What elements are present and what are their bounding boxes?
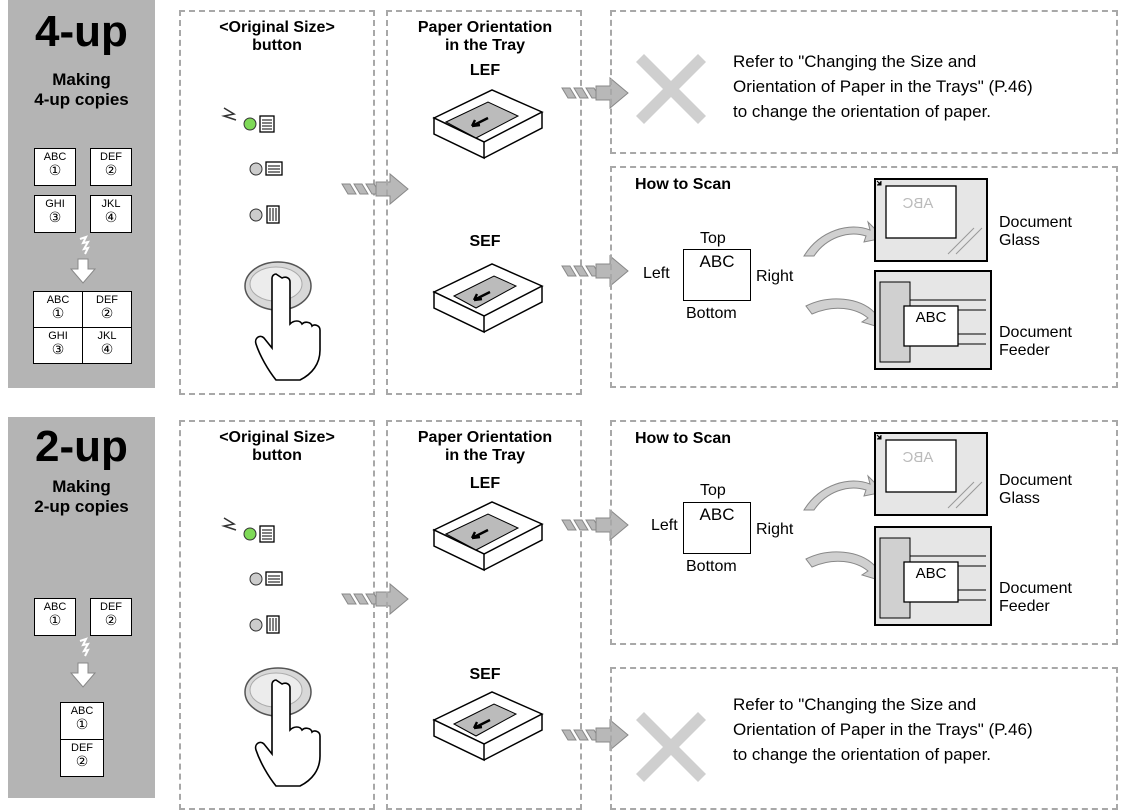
- arrow-icon: [561, 508, 629, 542]
- mode-title: 2-up: [35, 422, 128, 471]
- scan-left-label: Left: [643, 265, 670, 282]
- down-arrow-icon: [69, 637, 97, 688]
- refer-box: [610, 10, 1118, 154]
- tray-lef-icon: [432, 501, 544, 572]
- refer-text-1: Refer to "Changing the Size and: [733, 695, 977, 714]
- button-header-1: <Original Size>: [219, 19, 335, 36]
- document-feeder-icon: ABC: [874, 526, 992, 626]
- led-panel: [221, 107, 283, 224]
- tray-header-1: Paper Orientation: [417, 429, 553, 446]
- feeder-label-2: Feeder: [999, 598, 1050, 615]
- refer-text-3: to change the orientation of paper.: [733, 102, 992, 121]
- tray-column: [386, 10, 582, 395]
- svg-text:ABC: ABC: [916, 565, 947, 582]
- down-arrow-icon: [69, 235, 97, 284]
- feeder-label-1: Document: [999, 324, 1072, 341]
- led-panel: [221, 517, 283, 634]
- mode-subtitle-1: Making: [52, 70, 111, 89]
- tray-sef-icon: [432, 691, 544, 762]
- scan-document: ABC: [683, 249, 751, 301]
- scan-left-label: Left: [651, 517, 678, 534]
- arrow-icon: [341, 582, 409, 616]
- tray-header-2: in the Tray: [444, 447, 526, 464]
- scan-right-label: Right: [756, 521, 794, 538]
- button-header-2: button: [252, 447, 302, 464]
- mode-title: 4-up: [35, 7, 128, 56]
- refer-text-3: to change the orientation of paper.: [733, 745, 992, 764]
- scan-document-text: ABC: [699, 252, 735, 271]
- tray-sef-icon: [432, 263, 544, 334]
- svg-text:ABC: ABC: [902, 195, 933, 212]
- glass-label-2: Glass: [999, 490, 1040, 507]
- lef-label: LEF: [469, 475, 501, 492]
- scan-box: [610, 166, 1118, 388]
- scan-title: How to Scan: [635, 430, 732, 447]
- lef-label: LEF: [469, 62, 501, 79]
- mode-subtitle-2: 2-up copies: [34, 497, 129, 516]
- arrow-icon: [341, 172, 409, 206]
- arrow-icon: [561, 254, 629, 288]
- scan-bottom-label: Bottom: [686, 305, 737, 322]
- tray-lef-icon: [432, 89, 544, 160]
- scan-box: [610, 420, 1118, 645]
- scan-top-label: Top: [700, 230, 726, 247]
- svg-text:ABC: ABC: [916, 309, 947, 326]
- glass-label-1: Document: [999, 214, 1072, 231]
- cross-icon: [636, 54, 706, 124]
- document-glass-icon: ABC: [874, 178, 988, 262]
- sef-label: SEF: [469, 666, 501, 683]
- original-size-button-icon[interactable]: [240, 664, 321, 794]
- tray-header-1: Paper Orientation: [417, 19, 553, 36]
- scan-document: ABC: [683, 502, 751, 554]
- glass-label-2: Glass: [999, 232, 1040, 249]
- refer-text-2: Orientation of Paper in the Trays" (P.46…: [733, 77, 1033, 96]
- button-header-1: <Original Size>: [219, 429, 335, 446]
- button-header-2: button: [252, 37, 302, 54]
- original-size-button-icon[interactable]: [240, 258, 321, 388]
- feeder-label-2: Feeder: [999, 342, 1050, 359]
- refer-text-1: Refer to "Changing the Size and: [733, 52, 977, 71]
- button-column: [179, 10, 375, 395]
- mode-subtitle-2: 4-up copies: [34, 90, 129, 109]
- refer-text-2: Orientation of Paper in the Trays" (P.46…: [733, 720, 1033, 739]
- document-feeder-icon: ABC: [874, 270, 992, 370]
- scan-right-label: Right: [756, 268, 794, 285]
- tray-header-2: in the Tray: [444, 37, 526, 54]
- scan-document-text: ABC: [699, 505, 735, 524]
- scan-top-label: Top: [700, 482, 726, 499]
- mode-subtitle-1: Making: [52, 477, 111, 496]
- feeder-label-1: Document: [999, 580, 1072, 597]
- cross-icon: [636, 712, 706, 782]
- glass-label-1: Document: [999, 472, 1072, 489]
- scan-bottom-label: Bottom: [686, 558, 737, 575]
- scan-title: How to Scan: [635, 176, 732, 193]
- svg-text:ABC: ABC: [902, 449, 933, 466]
- sef-label: SEF: [469, 233, 501, 250]
- document-glass-icon: ABC: [874, 432, 988, 516]
